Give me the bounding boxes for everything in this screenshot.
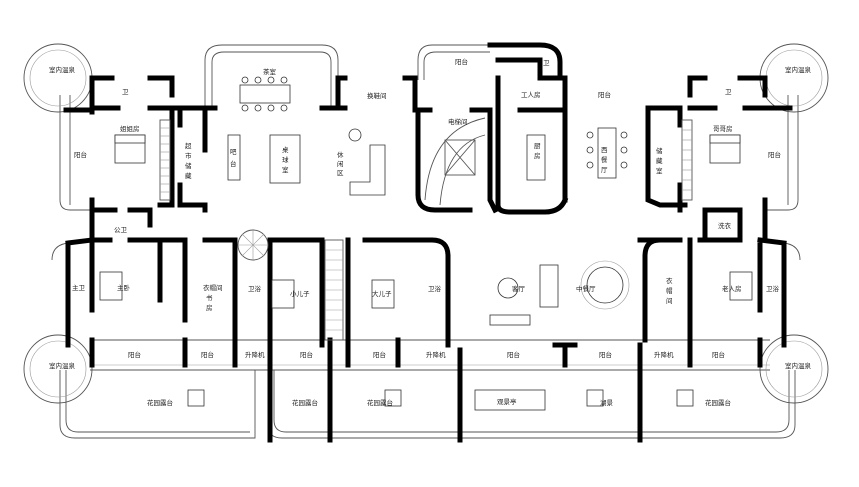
label-elder: 老人房	[722, 284, 742, 293]
label-lift-1: 升降机	[245, 350, 265, 359]
label-top-terrace: 阳台	[455, 57, 468, 66]
label-master-bath: 主卫	[72, 283, 86, 292]
label-leisure-1: 休	[337, 150, 344, 159]
label-tr-hotspring: 室内温泉	[785, 65, 812, 74]
furniture	[99, 76, 753, 411]
label-bal-2: 阳台	[201, 350, 214, 359]
label-billiards-1: 桌	[282, 145, 289, 154]
label-garden-1: 花园露台	[147, 398, 173, 407]
label-tl-bath: 卫	[122, 88, 129, 96]
label-garden-2: 花园露台	[292, 398, 318, 407]
label-tc-bath: 卫	[543, 59, 550, 67]
label-bal-5: 阳台	[507, 350, 520, 359]
label-chinese-dining: 中餐厅	[576, 284, 596, 293]
label-western-dining-1: 西	[601, 146, 608, 154]
walls	[63, 42, 793, 443]
label-bath-mid: 卫浴	[428, 284, 442, 293]
label-bal-6: 阳台	[599, 350, 612, 359]
label-br-hotspring: 室内温泉	[785, 361, 812, 370]
label-living: 客厅	[512, 284, 526, 293]
label-lift-3: 升降机	[654, 350, 674, 359]
label-lift-2: 升降机	[426, 350, 446, 359]
label-western-dining-3: 厅	[601, 166, 608, 174]
label-kitchen-2: 房	[534, 151, 541, 160]
label-bal-3: 阳台	[300, 350, 313, 359]
label-bath-small: 卫浴	[248, 284, 262, 293]
label-tl-balcony: 阳台	[74, 150, 87, 159]
label-leisure-2: 闲	[337, 159, 344, 168]
label-lake-view: 湖景	[600, 398, 614, 407]
label-bar-1: 吧	[230, 148, 237, 156]
label-study-2: 书	[206, 293, 213, 302]
label-billiards-2: 球	[282, 155, 289, 164]
label-tr-bath: 卫	[725, 88, 732, 96]
label-cloak-3: 间	[666, 297, 673, 305]
label-storage-right-2: 藏	[656, 156, 663, 165]
label-bar-2: 台	[230, 159, 237, 168]
label-tr-bedroom: 哥哥房	[713, 124, 733, 133]
label-study-3: 房	[206, 303, 213, 312]
label-small-son: 小儿子	[290, 289, 310, 298]
label-storage-left-3: 储	[185, 161, 192, 170]
label-storage-left-2: 市	[185, 151, 192, 160]
stairs	[159, 117, 693, 341]
label-kitchen-1: 厨	[534, 142, 541, 150]
label-tl-bedroom: 姐姐房	[120, 124, 140, 133]
label-storage-right-3: 室	[656, 166, 663, 175]
label-elevator: 电梯间	[448, 117, 468, 126]
label-bal-4: 阳台	[373, 350, 386, 359]
label-storage-left-1: 超	[185, 141, 192, 150]
label-billiards-3: 室	[282, 165, 289, 174]
label-western-dining-2: 餐	[601, 155, 608, 164]
label-bal-1: 阳台	[128, 350, 141, 359]
label-changing: 换鞋间	[367, 91, 387, 100]
room-labels: 室内温泉 室内温泉 室内温泉 室内温泉 卫 卫 卫 姐姐房 哥哥房 阳台 阳台 …	[49, 57, 812, 407]
label-tea: 茶室	[263, 67, 277, 76]
label-laundry: 洗衣	[718, 221, 732, 230]
label-garden-3: 花园露台	[367, 398, 393, 407]
label-master-bed: 主卧	[117, 283, 131, 292]
label-top-balcony2: 阳台	[598, 90, 611, 99]
label-cloak-1: 衣	[666, 276, 673, 285]
label-tl-hotspring: 室内温泉	[49, 65, 76, 74]
label-storage-right-1: 储	[656, 146, 663, 155]
label-leisure-3: 区	[337, 169, 344, 177]
label-bath-right: 卫浴	[766, 284, 780, 293]
label-garden-4: 花园露台	[705, 398, 731, 407]
label-big-son: 大儿子	[372, 289, 392, 298]
label-bal-7: 阳台	[712, 350, 725, 359]
label-staff: 工人房	[521, 90, 541, 99]
label-tr-balcony: 阳台	[768, 150, 781, 159]
label-bl-hotspring: 室内温泉	[49, 361, 76, 370]
label-storage-left-4: 藏	[185, 171, 192, 180]
label-public-wc: 公卫	[114, 226, 128, 234]
label-viewing: 观景亭	[497, 397, 517, 406]
label-study-1: 衣帽间	[203, 283, 223, 292]
label-cloak-2: 帽	[666, 286, 673, 295]
